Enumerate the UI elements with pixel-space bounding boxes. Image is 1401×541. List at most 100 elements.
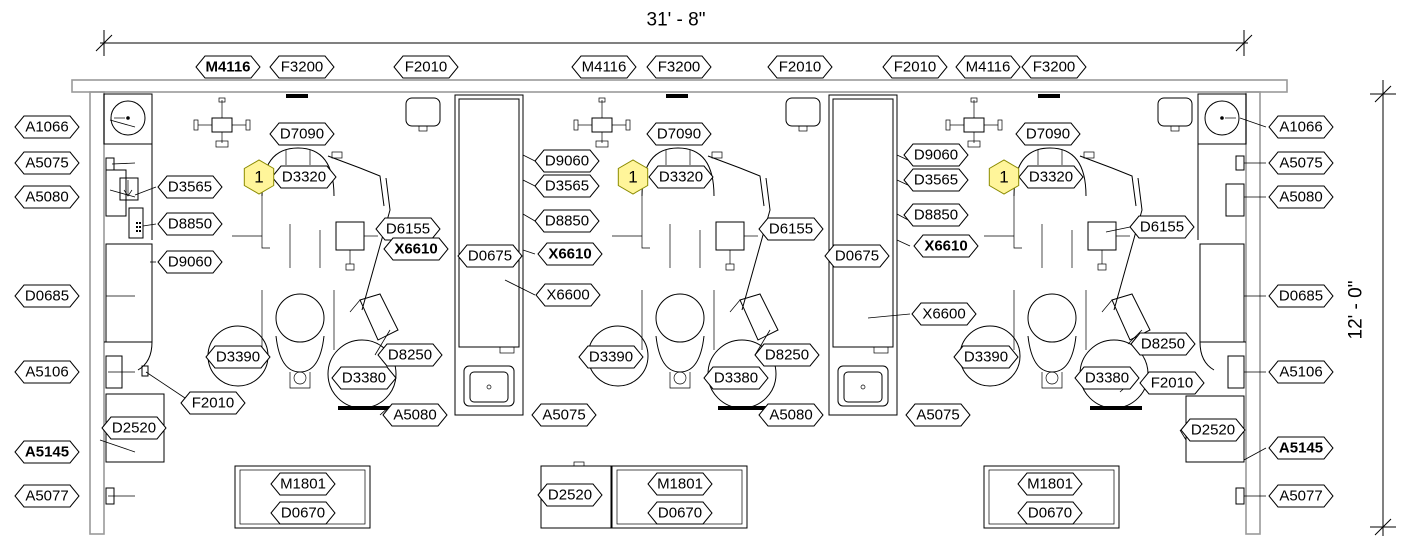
equipment-tag-shape [1021,55,1087,79]
dimension-height: 12' - 0" [1346,80,1396,536]
equipment-tag: X6600 [535,283,601,307]
equipment-tag-shape [913,234,979,258]
equipment-tag: A5145 [1268,436,1334,460]
equipment-tag-label: A5080 [25,189,68,206]
equipment-tag: F2010 [393,55,459,79]
equipment-tag-label: D3380 [342,370,386,387]
equipment-tag-label: X6610 [394,241,437,258]
dimension-width: 31' - 8" [95,10,1253,56]
equipment-tag: D3380 [1074,366,1140,390]
tag-leader-line [1243,447,1267,461]
equipment-tag-label: D3565 [914,172,958,189]
equipment-tag-label: F2010 [1151,375,1194,392]
equipment-tag-label: F2010 [779,59,822,76]
equipment-tag-label: X6600 [922,306,965,323]
equipment-tag-label: A1066 [1279,119,1322,136]
equipment-tag-label: D8850 [545,213,589,230]
tag-leader-line [522,154,536,162]
equipment-tag: D3320 [271,165,337,189]
equipment-tag-label: A5077 [1279,488,1322,505]
equipment-tag-shape [269,122,335,146]
equipment-tag-shape [14,151,80,175]
tag-leader-line [754,329,771,356]
equipment-tag-label: D3390 [589,349,633,366]
equipment-tag-shape [270,501,336,525]
equipment-tag-label: D0675 [468,248,512,265]
equipment-tag: D3565 [903,168,969,192]
equipment-tag: D0675 [824,244,890,268]
equipment-tag-label: D0685 [1279,288,1323,305]
equipment-tag-label: M4116 [966,59,1011,76]
tag-leader-line [867,313,911,319]
equipment-tag: D6155 [375,217,441,241]
equipment-tag-shape [955,55,1021,79]
equipment-tag-label: D2520 [1191,422,1235,439]
equipment-tag: D8250 [754,343,820,367]
equipment-tag-label: F3200 [1033,59,1076,76]
equipment-tag-label: A5075 [542,407,585,424]
equipment-tag-shape [531,403,597,427]
equipment-tag-shape [383,237,449,261]
equipment-tag-shape [14,360,80,384]
equipment-tag: F2010 [1139,371,1205,395]
equipment-tag: A5075 [1268,151,1334,175]
equipment-tag: A5077 [14,484,80,508]
equipment-tag-shape [1268,436,1334,460]
equipment-tag-label: M4116 [582,59,627,76]
equipment-tag-label: A5075 [25,155,68,172]
equipment-tag-shape [905,403,971,427]
equipment-tag-shape [534,149,600,173]
tag-leader-line [109,189,136,198]
equipment-tag: D2520 [1180,418,1246,442]
equipment-tag: D9060 [157,250,223,274]
equipment-tag-shape [1129,215,1195,239]
equipment-tag-shape [1268,284,1334,308]
equipment-tag-label: D3565 [545,178,589,195]
equipment-tag-label: D8250 [388,347,432,364]
equipment-tag-label: D0670 [281,505,325,522]
equipment-tag: F2010 [767,55,833,79]
equipment-tag-shape [578,345,644,369]
equipment-tag: D0685 [1268,284,1334,308]
callout-hexagon: 1 [617,159,649,195]
equipment-tag: X6610 [537,242,603,266]
equipment-tag-shape [537,483,603,507]
equipment-tag: D2520 [101,416,167,440]
equipment-tag: D8850 [157,212,223,236]
equipment-tag: D3320 [648,165,714,189]
tag-leader-line [134,186,157,196]
tag-leader-line [111,162,136,165]
equipment-tag-shape [824,244,890,268]
tag-leader-line [379,405,391,416]
equipment-tag-shape [953,345,1019,369]
equipment-tag-shape [1015,122,1081,146]
equipment-tag: M4116 [571,55,637,79]
equipment-tag-label: D7090 [280,126,324,143]
equipment-tag-label: D8250 [765,347,809,364]
callout-hexagon-shape [243,159,275,195]
equipment-tag-shape [1018,165,1084,189]
equipment-tag: M4116 [195,55,261,79]
tag-leader-line [522,179,536,187]
equipment-tag-label: D8250 [1141,336,1185,353]
equipment-tag-label: D8850 [914,207,958,224]
equipment-tag: A5075 [905,403,971,427]
equipment-tag: D3565 [157,175,223,199]
equipment-tag: A5106 [14,360,80,384]
equipment-tag-label: D6155 [386,221,430,238]
equipment-tag-shape [648,165,714,189]
equipment-tag: M1801 [270,472,336,496]
equipment-tag-label: A1066 [25,119,68,136]
equipment-tag-label: D3320 [659,169,703,186]
equipment-tag-shape [1074,366,1140,390]
equipment-tag-shape [14,440,80,464]
equipment-tag-shape [157,175,223,199]
equipment-tag-shape [646,122,712,146]
equipment-tag-label: D9060 [168,254,212,271]
equipment-tag-shape [377,343,443,367]
equipment-tag-label: D3380 [714,370,758,387]
equipment-tag: M1801 [1017,472,1083,496]
equipment-tag-label: F3200 [281,59,324,76]
